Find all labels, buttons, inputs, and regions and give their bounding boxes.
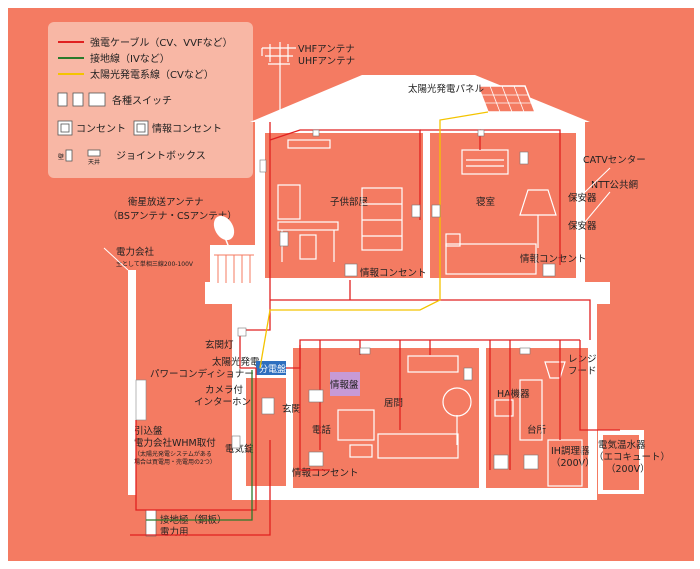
bedroom-label: 寝室 — [476, 196, 495, 208]
room-kids — [265, 133, 423, 278]
outlets-and-switches — [231, 129, 556, 470]
vhf-label: VHFアンテナ — [298, 44, 355, 55]
kitchen-label: 台所 — [527, 424, 547, 436]
ground-electrode-icon — [145, 509, 157, 537]
outlet-icon — [57, 120, 73, 136]
room-entrance — [246, 378, 286, 486]
power-company-label: 電力会社 — [116, 246, 155, 258]
pv-label-2: パワーコンディショナー — [150, 368, 254, 380]
entrance-light-label: 玄関灯 — [205, 339, 234, 351]
power-drop-line — [103, 247, 129, 271]
kids-room-label: 子供部屋 — [330, 196, 368, 208]
balcony-rail — [214, 254, 254, 283]
water-heater-label-3: （200V） — [606, 463, 650, 475]
vhf-uhf-antenna-icon — [261, 42, 296, 122]
room-living — [293, 348, 479, 488]
service-pole — [128, 270, 136, 495]
living-furniture — [337, 355, 472, 459]
info-outlet-2f-right: 情報コンセント — [520, 253, 587, 265]
living-label: 居間 — [384, 398, 403, 409]
telecom-lines — [584, 167, 611, 223]
meter-label-2: 電力会社WHM取付 — [134, 437, 216, 449]
pv-label-1: 太陽光発電 — [212, 356, 260, 368]
range-label-1: レンジ — [568, 354, 597, 365]
water-heater-label-2: （エコキュート） — [594, 451, 670, 463]
ih-label-1: IH調理器 — [551, 445, 590, 457]
floor-eave — [205, 282, 610, 304]
jbox-wall-icon — [65, 149, 73, 162]
bedroom-furniture — [445, 149, 557, 275]
legend: 強電ケーブル（CV、VVFなど） 接地線（IVなど） 太陽光発電系線（CVなど）… — [48, 22, 253, 178]
panel-board-label: 分電盤 — [259, 363, 286, 375]
jbox-ceiling-icon — [87, 149, 101, 157]
foundation — [232, 494, 597, 500]
camera-label-2: インターホン — [194, 397, 251, 408]
security-label-1: 保安器 — [568, 192, 597, 204]
room-bedroom — [430, 133, 576, 278]
info-outlet-2f-left: 情報コンセント — [360, 267, 427, 279]
info-panel-label: 情報盤 — [330, 379, 359, 391]
range-label-2: フード — [568, 366, 597, 377]
legend-switch-text: 各種スイッチ — [112, 94, 172, 107]
ground-label-2: 電力用 — [160, 526, 189, 538]
water-heater-label-1: 電気温水器 — [598, 439, 646, 451]
meter-label-4: 場合は買電用・売電用の2つ） — [134, 458, 216, 466]
ha-label: HA機器 — [497, 388, 530, 400]
satellite-label-1: 衛星放送アンテナ — [128, 196, 204, 208]
solar-panel-label: 太陽光発電パネル — [408, 83, 485, 95]
catv-label: CATVセンター — [583, 155, 646, 166]
meter-box-icon — [135, 379, 147, 421]
legend-power-text: 強電ケーブル（CV、VVFなど） — [90, 36, 233, 49]
legend-ground-text: 接地線（IVなど） — [90, 52, 170, 65]
security-label-2: 保安器 — [568, 220, 597, 232]
info-outlet-icon — [133, 120, 149, 136]
camera-label-1: カメラ付 — [205, 385, 244, 396]
satellite-dish-icon — [213, 215, 235, 251]
legend-info-outlet-text: 情報コンセント — [152, 122, 222, 135]
water-heater-inner — [603, 435, 639, 490]
solar-panel-icon — [476, 85, 537, 113]
uhf-label: UHFアンテナ — [298, 56, 355, 67]
switch-icon — [57, 92, 106, 107]
ih-label-2: （200V） — [551, 457, 595, 469]
phone-label: 電話 — [312, 424, 332, 436]
jbox-wall-text: 壁 — [58, 153, 64, 161]
kitchen-furniture — [494, 361, 583, 487]
panel-board — [256, 361, 286, 375]
power-company-sub: 主として単相三線200-100V — [116, 260, 194, 268]
ntt-label: NTT公共網 — [591, 179, 638, 191]
jbox-ceiling-text: 天井 — [88, 158, 100, 166]
entrance-label: 玄関 — [282, 403, 301, 415]
satellite-label-2: （BSアンテナ・CSアンテナ） — [108, 210, 237, 222]
meter-label-3: （太陽光発電システムがある — [134, 450, 212, 458]
wiring — [130, 111, 620, 536]
info-outlet-1f-label: 情報コンセント — [292, 467, 359, 479]
meter-label-1: 引込盤 — [134, 425, 163, 437]
legend-outlet-text: コンセント — [76, 123, 126, 135]
legend-jbox-text: ジョイントボックス — [116, 150, 206, 162]
legend-solar-text: 太陽光発電系線（CVなど） — [90, 68, 214, 81]
info-panel — [330, 372, 360, 396]
